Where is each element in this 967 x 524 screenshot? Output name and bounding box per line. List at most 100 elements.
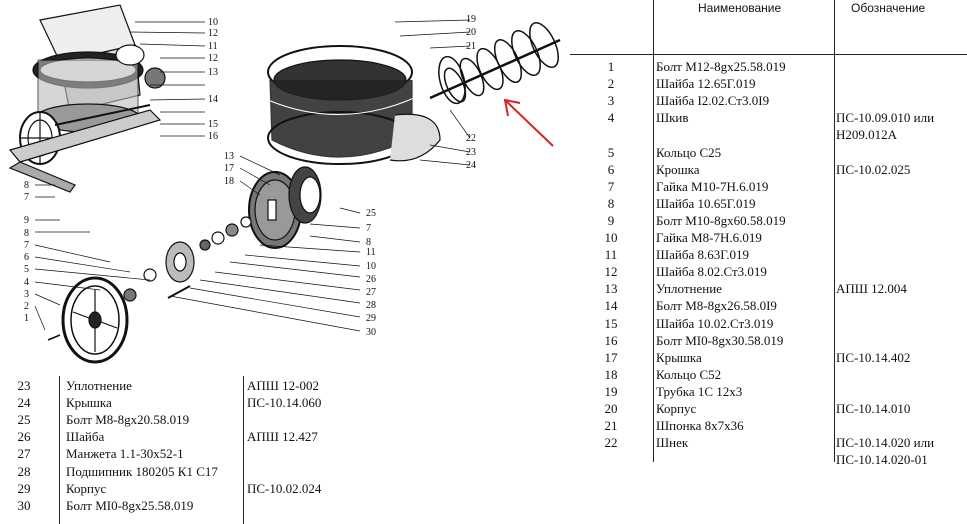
divider-bottom-des xyxy=(243,376,244,524)
row-number: 30 xyxy=(17,497,31,513)
row-part-name: Болт М12-8gх25.58.019 xyxy=(656,59,786,74)
label-1: 1 xyxy=(24,313,29,324)
row-number: 24 xyxy=(17,395,31,411)
label-14: 14 xyxy=(208,94,218,105)
row-number: 23 xyxy=(17,378,31,393)
label-25: 25 xyxy=(366,208,376,219)
row-part-name: Болт М8-8gх20.58.019 xyxy=(66,412,190,428)
label-6: 6 xyxy=(24,252,29,263)
row-part-name: Болт М10-8gх60.58.019 xyxy=(656,212,786,228)
row-part-name: Шайба 10.65Г.019 xyxy=(656,195,756,211)
label-17: 17 xyxy=(224,163,234,174)
row-part-name: Крышка xyxy=(66,395,112,411)
row-designation: ПС-10.14.020 или xyxy=(836,435,935,451)
label-30: 30 xyxy=(366,327,376,338)
label-27: 27 xyxy=(366,287,376,298)
row-number: 11 xyxy=(604,247,618,263)
row-number: 5 xyxy=(607,144,615,160)
row-number: 18 xyxy=(604,366,618,382)
row-number: 14 xyxy=(604,298,618,314)
row-designation: Н209.012А xyxy=(836,127,898,143)
row-part-name: Крышка xyxy=(656,349,702,365)
label-2: 2 xyxy=(24,301,29,312)
label-23: 23 xyxy=(466,147,476,158)
row-part-name: Подшипник 180205 К1 С17 xyxy=(66,463,218,479)
row-part-name: Шайба I2.02.Ст3.0I9 xyxy=(656,93,770,109)
row-number: 13 xyxy=(604,281,618,297)
label-16: 16 xyxy=(208,131,218,142)
row-designation: АПШ 12.004 xyxy=(836,281,907,297)
row-designation: ПС-10.14.020-01 xyxy=(836,452,928,468)
hopper-assembly xyxy=(32,4,166,133)
row-number: 16 xyxy=(604,332,618,348)
row-number: 1 xyxy=(607,59,615,74)
header-name: Наименование xyxy=(698,1,782,15)
row-number: 29 xyxy=(17,480,31,496)
label-12b: 12 xyxy=(208,53,218,64)
row-number: 26 xyxy=(17,429,31,445)
label-24: 24 xyxy=(466,160,476,171)
label-8c: 8 xyxy=(366,237,371,248)
cover-disk xyxy=(248,166,322,249)
row-number: 8 xyxy=(607,195,615,211)
row-number: 15 xyxy=(604,315,618,331)
row-part-name: Манжета 1.1-30х52-1 xyxy=(66,446,184,462)
row-number: 27 xyxy=(17,446,31,462)
row-number: 4 xyxy=(607,110,615,126)
label-15: 15 xyxy=(208,119,218,130)
row-part-name: Гайка М8-7Н.6.019 xyxy=(656,230,762,245)
label-10b: 10 xyxy=(366,261,376,272)
shaft-parts xyxy=(123,216,252,302)
row-number: 20 xyxy=(604,401,618,416)
label-4: 4 xyxy=(24,277,29,288)
row-number: 28 xyxy=(17,463,31,479)
row-designation: ПС-10.09.010 или xyxy=(836,110,935,126)
row-part-name: Корпус xyxy=(656,401,697,416)
frame xyxy=(8,104,162,193)
exploded-diagram: 10 12 11 12 13 14 15 16 8 7 9 8 7 6 5 4 … xyxy=(0,0,590,380)
red-arrow xyxy=(503,98,554,147)
row-part-name: Гайка М10-7Н.6.019 xyxy=(656,178,769,194)
row-number: 21 xyxy=(604,418,618,434)
pulley xyxy=(47,276,129,364)
row-designation: ПС-10.14.402 xyxy=(836,349,911,365)
diagram-svg: 10 12 11 12 13 14 15 16 8 7 9 8 7 6 5 4 … xyxy=(8,4,561,364)
row-part-name: Крошка xyxy=(656,161,700,177)
row-part-name: Болт МI0-8gх25.58.019 xyxy=(66,497,194,513)
label-7b: 7 xyxy=(24,240,29,251)
row-designation: ПС-10.02.025 xyxy=(836,161,911,177)
row-part-name: Кольцо С52 xyxy=(656,366,722,382)
row-number: 7 xyxy=(607,178,615,194)
row-part-name: Уплотнение xyxy=(656,281,722,297)
row-number: 17 xyxy=(604,349,618,365)
row-number: 10 xyxy=(604,230,618,245)
label-11b: 11 xyxy=(366,247,376,258)
label-13a: 13 xyxy=(208,67,218,78)
label-19: 19 xyxy=(466,14,476,25)
label-5: 5 xyxy=(24,264,29,275)
row-number: 19 xyxy=(604,383,618,399)
row-part-name: Кольцо С25 xyxy=(656,144,722,160)
label-13b: 13 xyxy=(224,151,234,162)
divider-bottom-num xyxy=(59,376,60,524)
auger-housing xyxy=(267,45,441,165)
label-7a: 7 xyxy=(24,192,29,203)
row-designation: АПШ 12.427 xyxy=(247,429,318,445)
label-12a: 12 xyxy=(208,28,218,39)
row-part-name: Шайба 8.63Г.019 xyxy=(656,247,750,263)
label-3: 3 xyxy=(24,289,29,300)
row-number: 9 xyxy=(607,212,615,228)
label-11a: 11 xyxy=(208,41,218,52)
header-designation: Обозначение xyxy=(851,1,926,15)
header-rule xyxy=(570,54,967,55)
row-number: 2 xyxy=(607,76,615,92)
row-designation: ПС-10.14.060 xyxy=(247,395,322,411)
label-20: 20 xyxy=(466,27,476,38)
divider-des-col xyxy=(834,0,835,462)
label-22: 22 xyxy=(466,133,476,144)
row-number: 6 xyxy=(607,161,615,177)
row-part-name: Болт М8-8gх26.58.0I9 xyxy=(656,298,777,314)
label-26: 26 xyxy=(366,274,376,285)
row-number: 12 xyxy=(604,264,618,280)
row-part-name: Шнек xyxy=(656,435,689,451)
